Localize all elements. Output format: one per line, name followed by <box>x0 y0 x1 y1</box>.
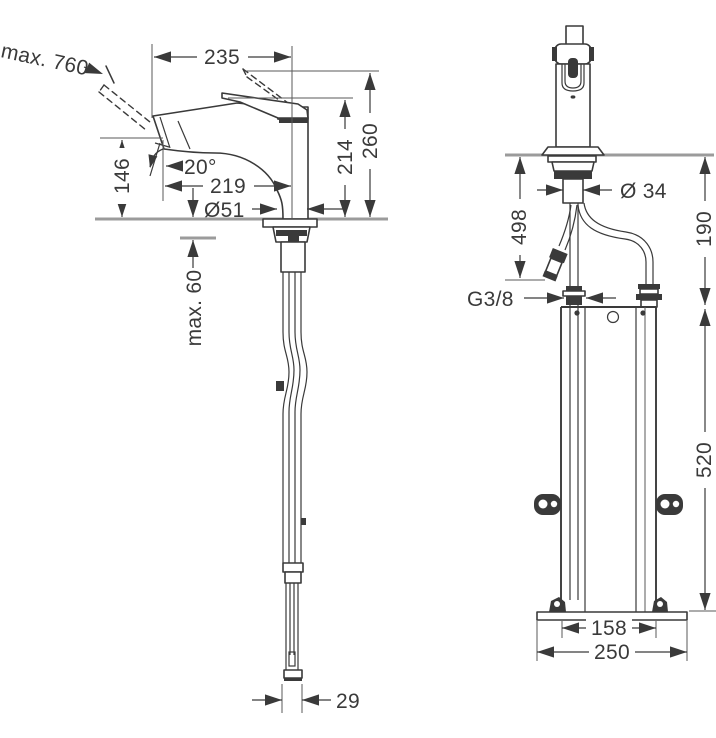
pullout-hose-fitting <box>562 286 586 305</box>
dim-max-counter-thickness-label: max. 60 <box>183 270 206 347</box>
dim-frame-height: 520 <box>689 309 716 612</box>
frame-hole-center <box>606 310 620 324</box>
dim-max-pullout: max. 760 <box>0 39 106 80</box>
hose-nub <box>301 518 306 525</box>
counter-surface-side <box>95 217 388 240</box>
faucet-front-outline <box>541 25 605 204</box>
dim-frame-width-label: 158 <box>591 617 627 640</box>
dim-spout-height-label: 146 <box>111 158 134 194</box>
dim-clearance-below-label: 190 <box>693 211 716 247</box>
dim-spout-height: 146 <box>100 137 163 217</box>
dim-thread-label: G3/8 <box>467 288 514 311</box>
dim-reach-label: 219 <box>210 175 246 198</box>
dim-spout-angle: 20° <box>145 140 217 201</box>
dim-base-width: 250 <box>536 621 688 664</box>
dim-shank-diameter: Ø 34 <box>537 180 667 203</box>
spray-joint-line <box>177 120 191 150</box>
spray-face-inner-line <box>159 116 171 149</box>
dim-height-open: 260 <box>246 70 382 217</box>
aerator-line <box>154 142 170 148</box>
dim-reach-total: 235 <box>151 44 291 118</box>
dim-height-open-label: 260 <box>359 123 382 159</box>
handle-lever <box>221 92 309 119</box>
handle-stem-front <box>565 25 584 47</box>
dim-max-pullout-label: max. 760 <box>0 39 91 80</box>
dim-frame-width: 158 <box>561 617 657 640</box>
left-view: max. 760 235 260 <box>0 39 388 713</box>
shank-front <box>562 178 584 204</box>
pullout-hose-connector <box>542 248 568 282</box>
base-flange-front <box>541 146 605 156</box>
frame-hole-left <box>574 310 580 316</box>
dim-base-diameter: Ø51 <box>204 199 346 222</box>
dim-base-width-label: 250 <box>594 641 630 664</box>
dim-max-counter-thickness: max. 60 <box>183 188 206 346</box>
hose-clip <box>276 381 284 391</box>
hose-end-cap <box>283 669 303 679</box>
dim-hose-length-label: 498 <box>508 209 531 245</box>
dim-spout-angle-label: 20° <box>184 156 217 179</box>
below-counter-assembly-side <box>262 218 318 681</box>
frame-hole-right <box>640 310 646 316</box>
dim-height-closed-label: 214 <box>334 139 357 175</box>
hose-coupling-lower <box>284 571 302 584</box>
dim-hose-end-width: 29 <box>252 684 360 713</box>
frame-clip-left <box>534 494 561 515</box>
pullout-spray-extended-dashed <box>98 65 151 131</box>
spray-front-tab <box>568 58 578 78</box>
body-joint-band <box>279 118 308 123</box>
hose-coupling-upper <box>282 562 304 573</box>
dim-hose-length: 498 <box>505 157 545 281</box>
frame-foot-right <box>652 597 668 612</box>
dim-base-diameter-label: Ø51 <box>204 199 245 222</box>
frame-clip-right <box>656 494 683 515</box>
right-view: Ø 34 498 190 <box>467 25 716 664</box>
dim-frame-height-label: 520 <box>693 442 716 478</box>
mounting-frame <box>534 306 688 621</box>
dim-thread: G3/8 <box>467 288 616 311</box>
dim-reach: 219 <box>165 175 291 198</box>
supply-hose-fitting <box>636 284 662 308</box>
frame-foot-left <box>549 597 566 612</box>
hoses-front <box>542 202 662 600</box>
mounting-nut <box>554 171 592 179</box>
dim-height-closed: 214 <box>228 97 357 217</box>
dim-hose-end-width-label: 29 <box>336 690 360 713</box>
dim-clearance-below: 190 <box>693 157 716 305</box>
dim-reach-total-label: 235 <box>204 46 240 69</box>
dim-shank-diameter-label: Ø 34 <box>620 180 667 203</box>
